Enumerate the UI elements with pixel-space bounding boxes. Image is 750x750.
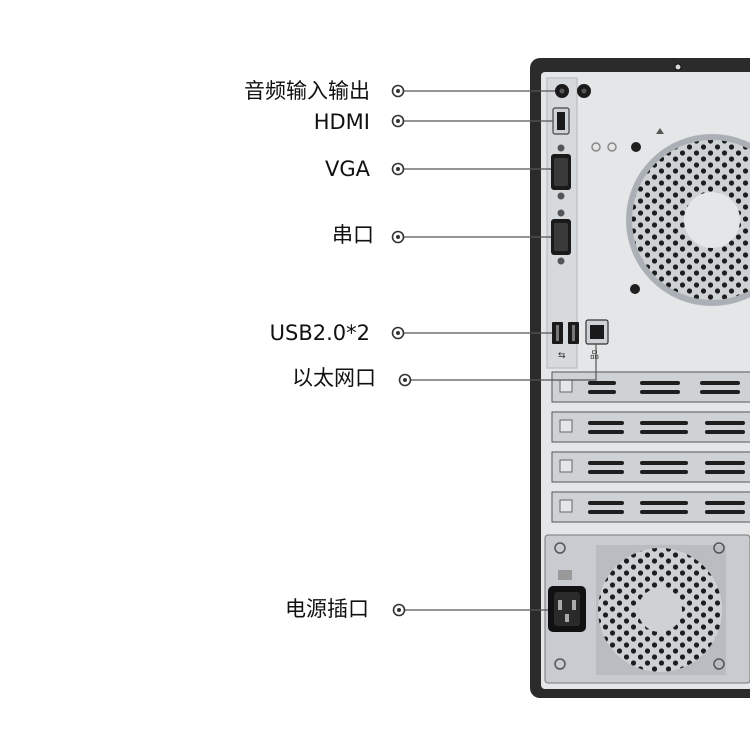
label-ethernet: 以太网口 (292, 366, 376, 390)
label-hdmi: HDMI (313, 110, 370, 134)
label-usb: USB2.0*2 (269, 321, 370, 345)
label-power: 电源插口 (285, 597, 369, 621)
fan-grille (626, 134, 750, 306)
usb-ports: ⇆ (552, 322, 579, 361)
hdmi-port (552, 107, 570, 135)
power-supply (544, 534, 750, 684)
top-screw (674, 63, 682, 71)
audio-jacks (555, 84, 591, 98)
usb-icon: ⇆ (558, 351, 566, 361)
leader-lines (398, 90, 597, 611)
vga-port (551, 144, 571, 200)
label-audio: 音频输入输出 (244, 79, 370, 103)
expansion-slots (551, 371, 750, 523)
power-inlet (548, 586, 586, 632)
network-icon: 品 (590, 350, 599, 361)
label-vga: VGA (324, 157, 370, 181)
label-serial: 串口 (332, 223, 374, 247)
leader-markers (391, 84, 412, 617)
serial-port (551, 209, 571, 265)
ethernet-port: 品 (585, 319, 609, 361)
